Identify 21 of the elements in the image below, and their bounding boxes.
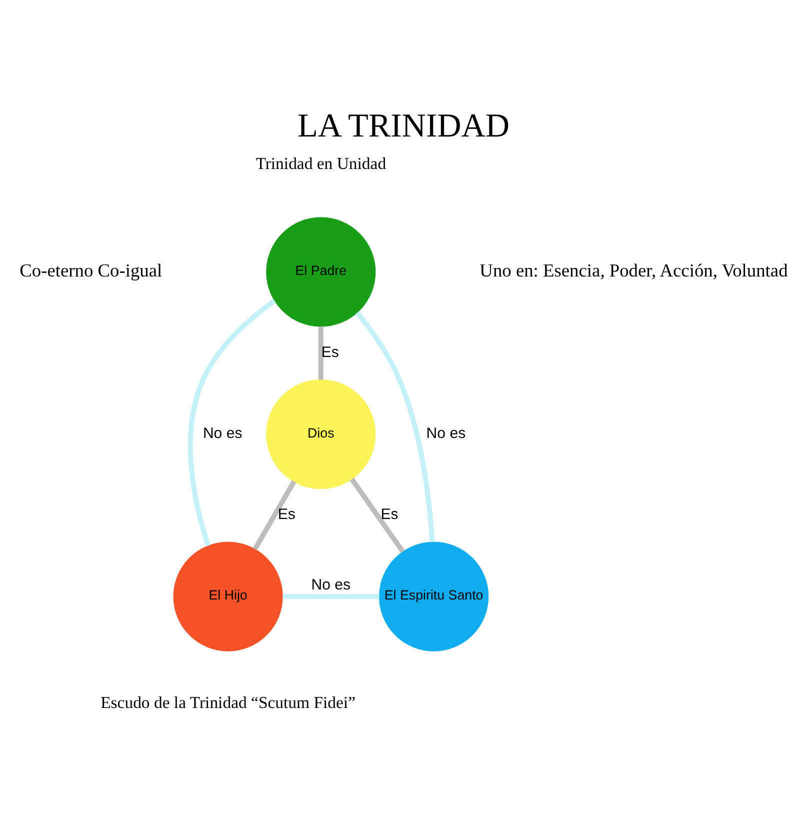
label: Uno en: Esencia, Poder, Acción, Voluntad xyxy=(480,260,788,281)
connector xyxy=(188,298,276,546)
edge-label: No es xyxy=(311,576,351,594)
node-circle: El Espiritu Santo xyxy=(379,542,489,652)
edge-label: Es xyxy=(278,506,296,524)
connector xyxy=(282,594,380,600)
label: Trinidad en Unidad xyxy=(256,154,386,174)
connector xyxy=(318,326,324,380)
caption: Escudo de la Trinidad “Scutum Fidei” xyxy=(100,692,356,712)
edge-label: Es xyxy=(380,506,398,524)
connector xyxy=(252,480,296,550)
diagram-title: LA TRINIDAD xyxy=(297,107,510,144)
connector xyxy=(355,311,435,542)
connector xyxy=(350,478,405,554)
node-circle: Dios xyxy=(266,379,376,490)
edge-label: No es xyxy=(202,424,242,442)
node-circle: El Hijo xyxy=(173,542,283,652)
node-circle: El Padre xyxy=(266,217,376,327)
label: Co-eterno Co-igual xyxy=(20,260,162,281)
edge-label: Es xyxy=(321,344,339,361)
edge-label: No es xyxy=(426,424,466,442)
